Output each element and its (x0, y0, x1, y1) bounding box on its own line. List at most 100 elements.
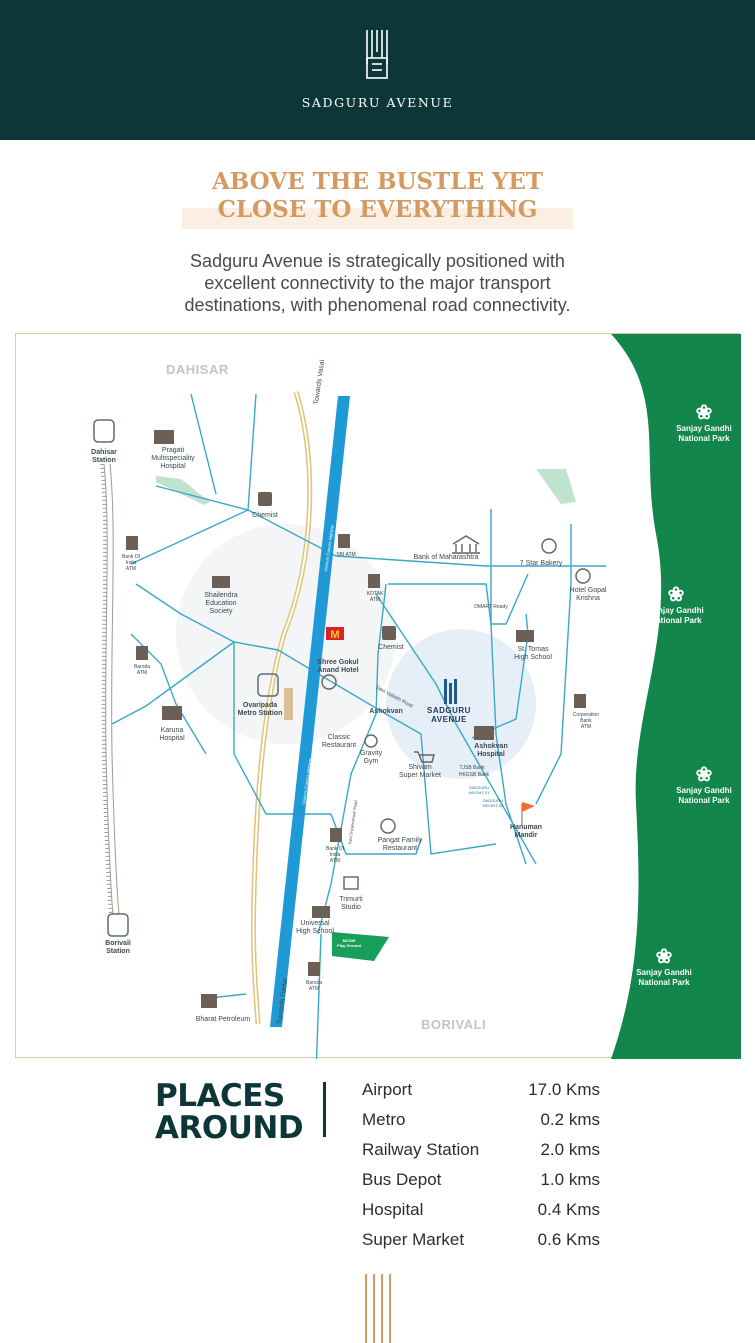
hospital-icon (474, 726, 494, 740)
place-row: Railway Station 2.0 kms (362, 1140, 600, 1162)
railway-track (100, 463, 120, 915)
intro-line-1: Sadguru Avenue is strategically position… (190, 251, 565, 271)
places-title-line-2: AROUND (155, 1110, 304, 1146)
place-row: Metro 0.2 kms (362, 1110, 600, 1132)
place-distance: 0.4 Kms (537, 1200, 600, 1219)
poi-sbi-atm[interactable]: SBI ATM (336, 552, 356, 558)
poi-bank-of-maharashtra[interactable]: Bank of Maharashtra (413, 554, 479, 561)
place-row: Bus Depot 1.0 kms (362, 1170, 600, 1192)
restaurant-icon (321, 674, 337, 690)
place-distance: 1.0 kms (540, 1170, 600, 1189)
bank-icon (452, 535, 480, 554)
poi-chemist-2[interactable]: Chemist (378, 644, 404, 651)
fuel-icon (201, 994, 217, 1008)
green-strip (156, 476, 210, 505)
places-around-title: PLACES AROUND (155, 1078, 304, 1146)
headline-line-1: ABOVE THE BUSTLE YET (211, 168, 544, 195)
header-bar: SADGURU AVENUE (0, 0, 755, 140)
poi-hkgsb-bank[interactable]: HKGSB Bank (458, 772, 490, 778)
poi-dmart-ready[interactable]: DMART Ready (474, 604, 508, 610)
atm-icon (338, 534, 350, 548)
place-distance: 0.2 kms (540, 1110, 600, 1129)
place-row: Super Market 0.6 Kms (362, 1230, 600, 1252)
place-distance: 2.0 kms (540, 1140, 600, 1159)
building-logo-icon (366, 30, 388, 79)
poi-ashokvan[interactable]: Ashokvan (369, 708, 403, 715)
restaurant-icon (575, 568, 591, 584)
national-park-area (611, 334, 741, 1059)
school-icon (312, 906, 330, 918)
intro-line-2: excellent connectivity to the major tran… (204, 273, 551, 293)
atm-icon (136, 646, 148, 660)
atm-icon (308, 962, 320, 976)
place-distance: 0.6 Kms (537, 1230, 600, 1249)
place-name: Metro (362, 1110, 406, 1129)
atm-icon (368, 574, 380, 588)
poi-icons (126, 430, 586, 1008)
poi-bharat-petroleum[interactable]: Bharat Petroleum (195, 1016, 251, 1023)
area-borivali: BORIVALI (421, 1017, 487, 1032)
headline: ABOVE THE BUSTLE YET CLOSE TO EVERYTHING (0, 168, 755, 224)
svg-text:M: M (330, 629, 339, 641)
place-distance: 17.0 Kms (528, 1080, 600, 1099)
park-icon: ❀ (695, 402, 713, 424)
place-name: Bus Depot (362, 1170, 442, 1189)
places-title-line-1: PLACES (155, 1078, 285, 1114)
western-express-highway (270, 396, 350, 1027)
train-icons (93, 419, 279, 937)
mcgm-ground-patch (332, 932, 389, 961)
park-icon: ❀ (655, 946, 673, 968)
poi-7-star-bakery[interactable]: 7 Star Bakery (519, 560, 563, 567)
brand-name: SADGURU AVENUE (301, 95, 454, 110)
poi-chemist-1[interactable]: Chemist (252, 512, 278, 519)
school-icon (212, 576, 230, 588)
camera-icon (343, 876, 359, 890)
map-graphics: M (93, 334, 741, 1059)
place-name: Hospital (362, 1200, 424, 1219)
bakery-icon (541, 538, 557, 554)
chemist-icon (258, 492, 272, 506)
intro-line-3: destinations, with phenomenal road conne… (184, 295, 571, 315)
mcdonalds-icon (326, 627, 344, 640)
green-patch (536, 469, 576, 504)
poi-tjsb-bank[interactable]: TJSB Bank (459, 765, 485, 771)
park-icon: ❀ (695, 764, 713, 786)
headline-highlight (182, 208, 573, 229)
place-name: Super Market (362, 1230, 465, 1249)
school-icon (516, 630, 534, 642)
sadguru-building-icon (444, 679, 457, 704)
place-name: Railway Station (362, 1140, 480, 1159)
